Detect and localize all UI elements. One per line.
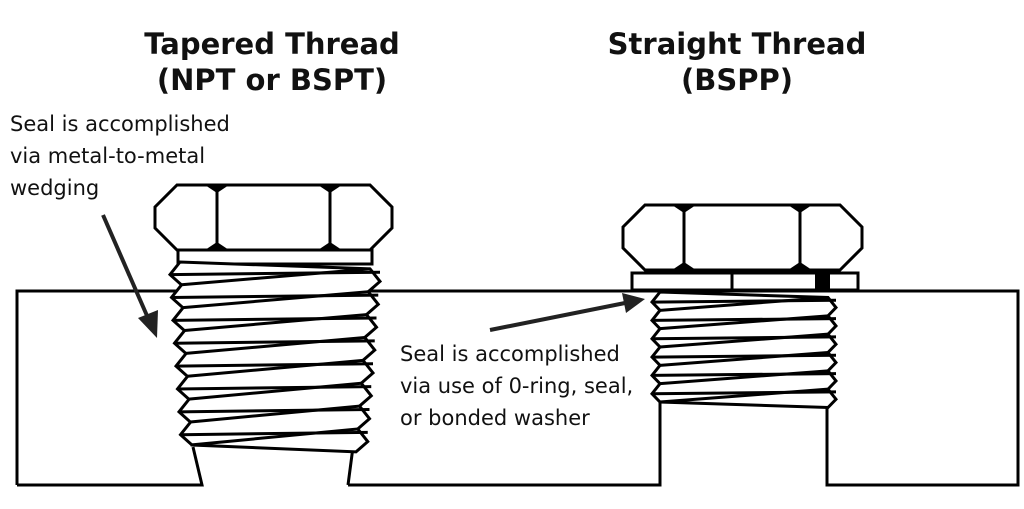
thread-crest	[175, 362, 374, 368]
thread-root	[659, 387, 829, 404]
thread-root	[659, 314, 829, 331]
thread-root	[190, 427, 358, 447]
hex-corner	[672, 205, 696, 213]
thread-root	[659, 369, 829, 386]
thread-root	[187, 381, 362, 401]
thread-crest	[171, 293, 379, 299]
thread-crest	[174, 339, 375, 345]
thread-root	[659, 296, 829, 312]
washer-seal	[815, 273, 830, 290]
thread-root	[182, 313, 367, 333]
hex-corner	[318, 242, 342, 250]
left-note-line: Seal is accomplished	[10, 112, 230, 136]
thread-crest	[651, 335, 837, 341]
tapered-fitting	[153, 183, 394, 454]
left-arrow	[101, 214, 158, 338]
right-note-line: Seal is accomplished	[400, 342, 620, 366]
bonded-washer	[630, 271, 860, 292]
right-note: Seal is accomplished via use of 0-ring, …	[400, 338, 633, 434]
thread-crest	[651, 372, 837, 377]
thread-root	[184, 335, 365, 355]
hex-corner	[672, 262, 696, 270]
thread-root	[179, 267, 371, 287]
thread-crest	[177, 385, 372, 391]
right-note-line: or bonded washer	[400, 406, 590, 430]
thread-crest	[651, 353, 837, 359]
left-title-line1: Tapered Thread	[144, 27, 400, 61]
thread-crest	[651, 298, 837, 304]
thread-crest	[651, 390, 837, 396]
thread-crest	[651, 317, 837, 322]
left-title: Tapered Thread (NPT or BSPT)	[92, 26, 452, 98]
straight-fitting	[621, 203, 864, 410]
hex-corner	[205, 242, 229, 250]
hex-corner	[788, 262, 812, 270]
thread-crest	[178, 408, 370, 414]
left-note: Seal is accomplished via metal-to-metal …	[10, 108, 230, 204]
thread-crest	[172, 316, 377, 322]
port-block	[15, 289, 1020, 487]
left-note-line: wedging	[10, 176, 100, 200]
hex-corner	[318, 185, 342, 193]
thread-root	[659, 332, 829, 349]
left-title-line2: (NPT or BSPT)	[156, 63, 388, 97]
thread-root	[185, 358, 364, 378]
right-title-line2: (BSPP)	[680, 63, 793, 97]
thread-crest	[180, 430, 368, 437]
hex-corner	[205, 185, 229, 193]
hex-nut	[153, 183, 394, 252]
hex-corner	[788, 205, 812, 213]
thread-root	[188, 404, 360, 424]
right-title-line1: Straight Thread	[607, 27, 867, 61]
thread-root	[181, 290, 369, 310]
left-note-line: via metal-to-metal	[10, 144, 206, 168]
thread-body	[167, 260, 383, 454]
right-note-line: via use of 0-ring, seal,	[400, 374, 634, 398]
right-arrow	[489, 293, 645, 332]
hex-nut	[621, 203, 864, 272]
thread-crest	[169, 270, 381, 277]
thread-root	[659, 351, 829, 367]
right-title: Straight Thread (BSPP)	[557, 26, 917, 98]
